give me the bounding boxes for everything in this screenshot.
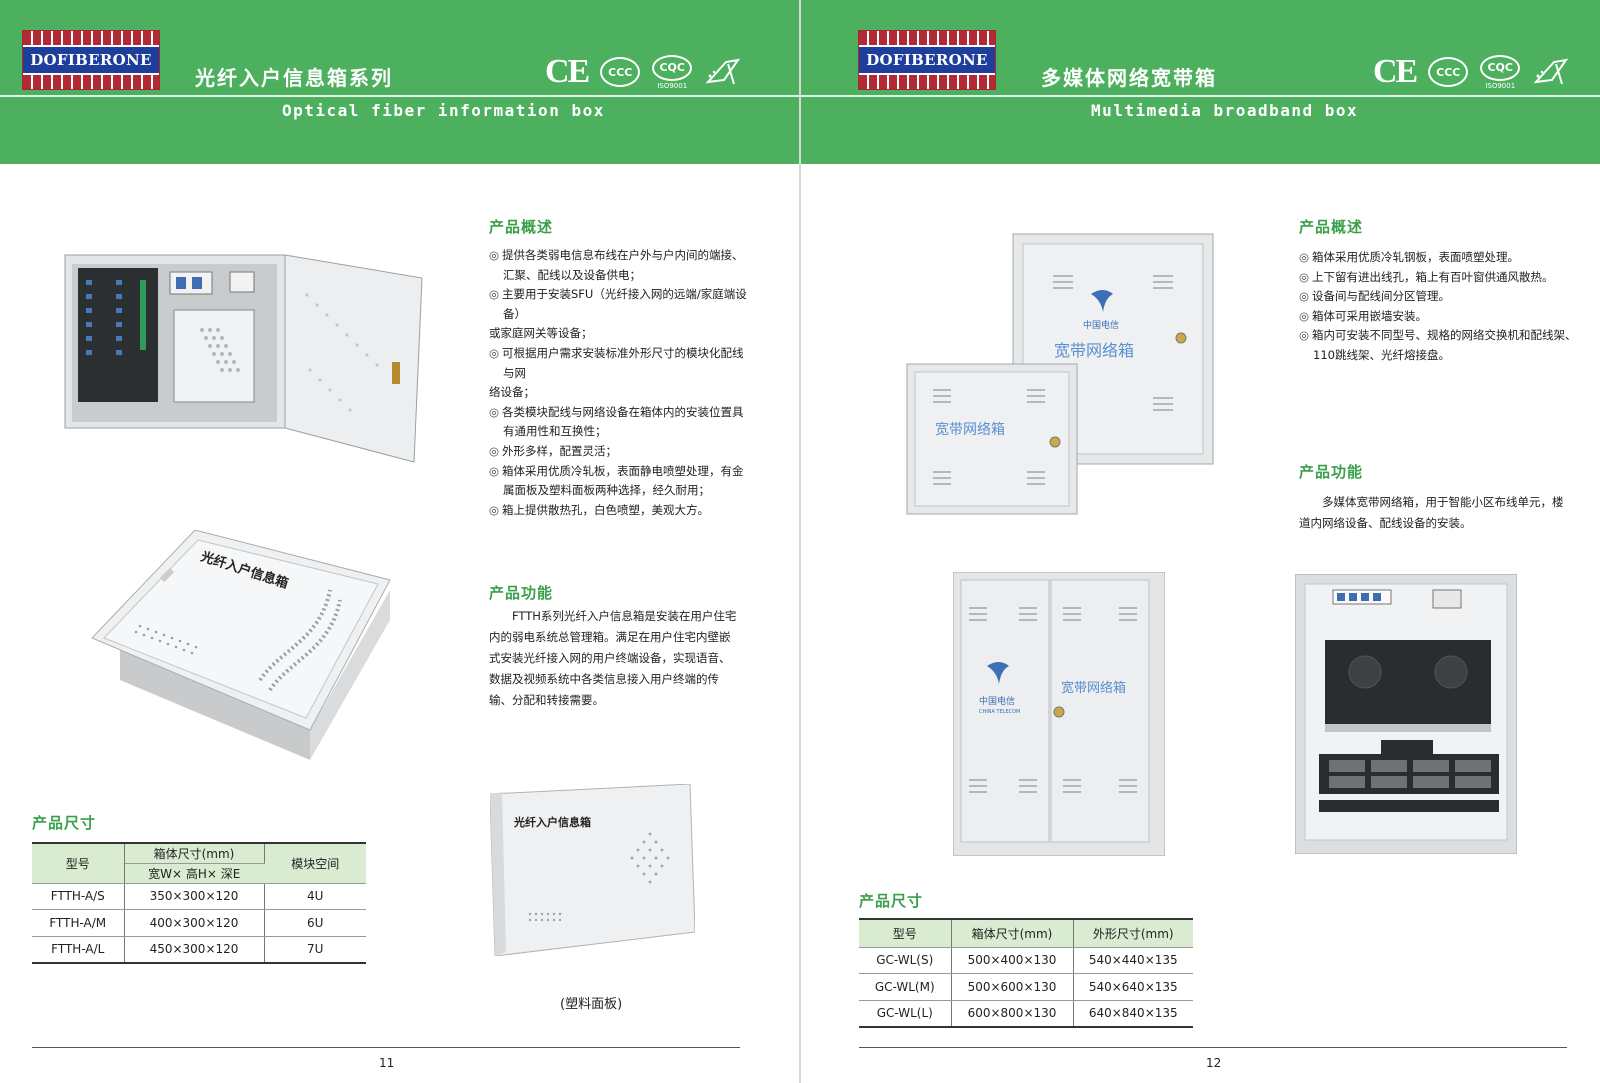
overview-list: ◎提供各类弱电信息布线在户外与户内间的端接、汇聚、配线以及设备供电； ◎主要用于… xyxy=(489,246,751,520)
telecom-name: 中国电信 xyxy=(1083,319,1119,331)
overview-item: ◎箱体采用优质冷轧钢板，表面喷塑处理。 xyxy=(1299,250,1519,264)
overview-item: 络设备； xyxy=(489,385,535,400)
box-label: 宽带网络箱 xyxy=(1061,680,1126,696)
cqc-mark-icon: CQC ISO9001 xyxy=(652,54,693,90)
overview-list: ◎箱体采用优质冷轧钢板，表面喷塑处理。 ◎上下留有进出线孔，箱上有百叶窗供通风散… xyxy=(1299,248,1585,366)
function-title: 产品功能 xyxy=(1299,463,1364,481)
cert-marks: CE CCC CQC ISO9001 xyxy=(1373,52,1572,92)
overview-item: ◎上下留有进出线孔，箱上有百叶窗供通风散热。 xyxy=(1299,269,1554,284)
footer-rule xyxy=(32,1047,740,1048)
box-label: 光纤入户信息箱 xyxy=(513,815,591,829)
size-table: 型号 箱体尺寸(mm) 外形尺寸(mm) GC-WL(S)500×400×130… xyxy=(859,918,1193,1028)
header-rule xyxy=(801,95,1600,97)
ccc-mark-icon: CCC xyxy=(1428,57,1469,87)
function-text: 多媒体宽带网络箱，用于智能小区布线单元，楼道内网络设备、配线设备的安装。 xyxy=(1299,495,1564,530)
size-title: 产品尺寸 xyxy=(859,892,924,910)
overview-item: ◎箱上提供散热孔，白色喷塑，美观大方。 xyxy=(489,502,709,517)
double-door-box-photo: 中国电信 CHINA TELECOM 宽带网络箱 xyxy=(953,572,1165,856)
overview-item: ◎箱体采用优质冷轧板，表面静电喷塑处理，有金属面板及塑料面板两种选择，经久耐用； xyxy=(489,463,744,498)
col-header-outer-size: 外形尺寸(mm) xyxy=(1073,918,1193,948)
cqc-label: CQC xyxy=(652,54,693,81)
col-header-space: 模块空间 xyxy=(264,842,366,884)
china-telecom-logo-icon xyxy=(1091,290,1113,312)
box-label: 宽带网络箱 xyxy=(1054,341,1134,360)
telecom-name: 中国电信 xyxy=(979,695,1015,707)
series-title: 多媒体网络宽带箱 xyxy=(1041,66,1217,90)
series-subtitle: Multimedia broadband box xyxy=(1091,101,1359,120)
overview-item: ◎箱内可安装不同型号、规格的网络交换机和配线架、110跳线架、光纤熔接盘。 xyxy=(1299,328,1577,362)
col-header-size: 箱体尺寸(mm) xyxy=(124,842,265,864)
brand-name: DOFIBERONE xyxy=(859,47,995,73)
col-header-size-sub: 宽W× 高H× 深E xyxy=(124,863,264,884)
col-header-box-size: 箱体尺寸(mm) xyxy=(951,918,1074,948)
logo-brick-pattern xyxy=(859,31,995,45)
overview-item: ◎设备间与配线间分区管理。 xyxy=(1299,289,1450,304)
overview-title: 产品概述 xyxy=(1299,218,1364,236)
iso-label: ISO9001 xyxy=(657,81,688,90)
function-title: 产品功能 xyxy=(489,584,554,602)
swoosh-logo-icon xyxy=(1533,58,1569,85)
page-number: 11 xyxy=(379,1056,395,1070)
swoosh-logo-icon xyxy=(705,58,741,85)
series-subtitle: Optical fiber information box xyxy=(282,101,605,120)
logo-brick-pattern xyxy=(859,75,995,89)
overview-item: 或家庭网关等设备； xyxy=(489,326,593,341)
cert-marks: CE CCC CQC ISO9001 xyxy=(545,52,744,92)
col-header-model: 型号 xyxy=(859,918,952,948)
logo-brick-pattern xyxy=(23,75,159,89)
overview-item: ◎外形多样，配置灵活； xyxy=(489,443,617,458)
closed-box-photo: 光纤入户信息箱 xyxy=(91,530,391,760)
china-telecom-logo-icon xyxy=(987,662,1009,684)
cqc-mark-icon: CQC ISO9001 xyxy=(1480,54,1521,90)
open-metal-box-photo xyxy=(64,254,423,463)
open-rack-box-photo xyxy=(1295,574,1517,854)
page-left: DOFIBERONE 光纤入户信息箱系列 Optical fiber infor… xyxy=(0,0,799,1083)
overview-title: 产品概述 xyxy=(489,218,554,236)
footer-rule xyxy=(859,1047,1567,1048)
ccc-mark-icon: CCC xyxy=(600,57,641,87)
cqc-label: CQC xyxy=(1480,54,1521,81)
page-number: 12 xyxy=(1206,1056,1222,1070)
box-label: 宽带网络箱 xyxy=(935,421,1005,438)
overview-item: ◎主要用于安装SFU（光纤接入网的远端/家庭端设备） xyxy=(489,287,747,321)
telecom-name-en: CHINA TELECOM xyxy=(979,709,1020,715)
series-title: 光纤入户信息箱系列 xyxy=(195,66,393,90)
iso-label: ISO9001 xyxy=(1485,81,1516,90)
brand-name: DOFIBERONE xyxy=(23,47,159,73)
plastic-panel-box-photo: 光纤入户信息箱 xyxy=(490,784,695,956)
brand-logo: DOFIBERONE xyxy=(22,30,160,90)
function-text: FTTH系列光纤入户信息箱是安装在用户住宅内的弱电系统总管理箱。满足在用户住宅内… xyxy=(489,609,737,707)
header-rule xyxy=(0,95,799,97)
overview-item: ◎箱体可采用嵌墙安装。 xyxy=(1299,308,1427,323)
ce-mark-icon: CE xyxy=(545,53,590,90)
page-right: DOFIBERONE 多媒体网络宽带箱 Multimedia broadband… xyxy=(801,0,1600,1083)
ce-mark-icon: CE xyxy=(1373,53,1418,90)
plastic-panel-caption: (塑料面板) xyxy=(560,997,623,1012)
logo-brick-pattern xyxy=(23,31,159,45)
brand-logo: DOFIBERONE xyxy=(858,30,996,90)
size-title: 产品尺寸 xyxy=(32,814,97,832)
overview-item: ◎可根据用户需求安装标准外形尺寸的模块化配线与网 xyxy=(489,345,744,380)
overview-item: ◎各类模块配线与网络设备在箱体内的安装位置具有通用性和互换性； xyxy=(489,404,744,439)
overview-item: ◎提供各类弱电信息布线在户外与户内间的端接、汇聚、配线以及设备供电； xyxy=(489,248,744,282)
broadband-boxes-photo: 中国电信 宽带网络箱 宽带网络箱 xyxy=(906,233,1214,515)
page-spine xyxy=(799,0,801,1083)
col-header-model: 型号 xyxy=(32,842,125,884)
